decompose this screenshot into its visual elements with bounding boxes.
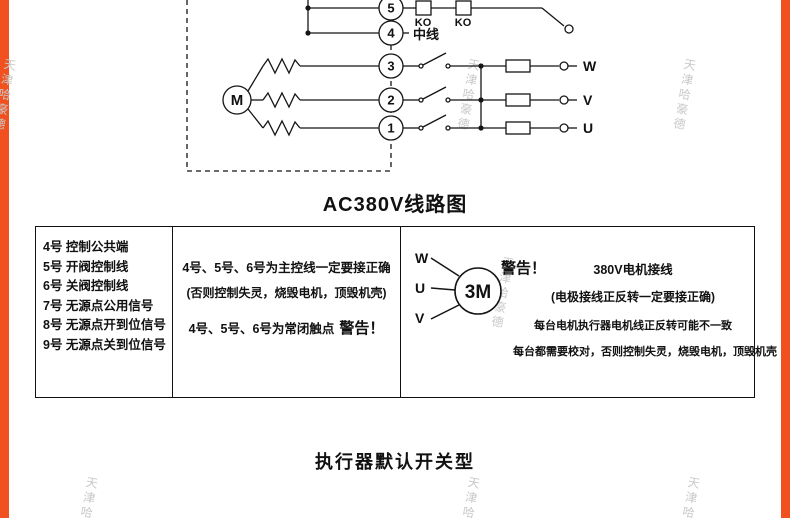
motor-note: 每台电机执行器电机线正反转可能不一致 <box>534 320 732 332</box>
motor-phase-v: V <box>415 310 425 326</box>
motor-phase-w: W <box>415 250 429 266</box>
terminal-number: 5 <box>387 1 394 16</box>
terminal-number: 4 <box>387 26 395 41</box>
control-warning-line: (否则控制失灵，烧毁电机，顶毁机壳) <box>186 286 387 300</box>
neutral-label: 中线 <box>413 27 439 42</box>
terminal-note: 4号 控制公共端 <box>43 240 129 254</box>
terminal-note: 5号 开阀控制线 <box>43 259 129 274</box>
motor-label: M <box>231 92 244 109</box>
terminal-note: 8号 无源点开到位信号 <box>43 318 166 332</box>
terminal-lug <box>559 123 569 133</box>
terminal-number: 2 <box>387 93 394 108</box>
terminal-number: 3 <box>387 59 394 74</box>
motor-notes: 380V电机接线 (电极接线正反转一定要接正确) 每台电机执行器电机线正反转可能… <box>513 259 777 359</box>
motor-3m-symbol: W U V 3M <box>415 250 502 326</box>
ko-coil-box <box>415 0 432 16</box>
motor-note: (电极接线正反转一定要接正确) <box>551 290 715 304</box>
bottom-title: 执行器默认开关型 <box>315 452 475 472</box>
fuse-box <box>505 93 531 107</box>
watermark: 天津哈豪德 <box>72 475 100 518</box>
circuit-diagram: M 5 4 3 2 1 KO KO 中线 <box>186 0 597 172</box>
right-accent-bar <box>781 0 790 518</box>
ko-label: KO <box>415 17 432 29</box>
ko-label: KO <box>455 17 472 29</box>
motor-3m-label: 3M <box>465 282 491 303</box>
phase-label-u: U <box>583 120 593 136</box>
left-accent-bar <box>0 0 9 518</box>
warning-badge: 警告！ <box>501 260 547 277</box>
terminal-note: 9号 无源点关到位信号 <box>43 337 166 352</box>
motor-note: 每台都需要校对，否则控制失灵，烧毁电机，顶毁机壳 <box>513 346 777 358</box>
control-warning-line: 4号、5号、6号为常闭触点警告！ <box>173 317 400 338</box>
winding-coil <box>262 91 301 109</box>
diagram-title: AC380V线路图 <box>322 194 468 216</box>
terminal-note: 6号 关阀控制线 <box>43 279 129 293</box>
motor-note: 380V电机接线 <box>593 263 673 277</box>
terminal-note: 7号 无源点公用信号 <box>43 298 154 313</box>
phase-label-v: V <box>583 92 593 108</box>
terminal-lug <box>564 24 574 34</box>
ko-coil-box <box>455 0 472 16</box>
watermark: 天津哈豪德 <box>674 475 702 518</box>
fuse-box <box>505 59 531 73</box>
terminal-number: 1 <box>387 121 394 136</box>
terminal-lug <box>559 61 569 71</box>
warning-badge: 警告！ <box>339 320 385 337</box>
control-warning-line: 4号、5号、6号为主控线一定要接正确 <box>182 261 391 275</box>
table-col-motor-warning: W U V 3M 警告！ 380V电机接线 (电极接线正反转一定要接正确) 每台… <box>401 227 777 397</box>
winding-coil <box>262 119 301 137</box>
phase-label-w: W <box>583 58 597 74</box>
winding-coil <box>262 57 301 75</box>
terminal-lug <box>559 95 569 105</box>
motor-phase-u: U <box>415 280 425 296</box>
fuse-box <box>505 121 531 135</box>
table-col-control-warning: 4号、5号、6号为主控线一定要接正确 (否则控制失灵，烧毁电机，顶毁机壳) 4号… <box>173 227 401 397</box>
table-col-terminals: 4号 控制公共端 5号 开阀控制线 6号 关阀控制线 7号 无源点公用信号 8号… <box>36 227 173 397</box>
control-warning-text: 4号、5号、6号为常闭触点 <box>188 322 335 336</box>
watermark: 天津哈豪德 <box>454 475 482 518</box>
wiring-notes-table: 4号 控制公共端 5号 开阀控制线 6号 关阀控制线 7号 无源点公用信号 8号… <box>35 226 777 398</box>
